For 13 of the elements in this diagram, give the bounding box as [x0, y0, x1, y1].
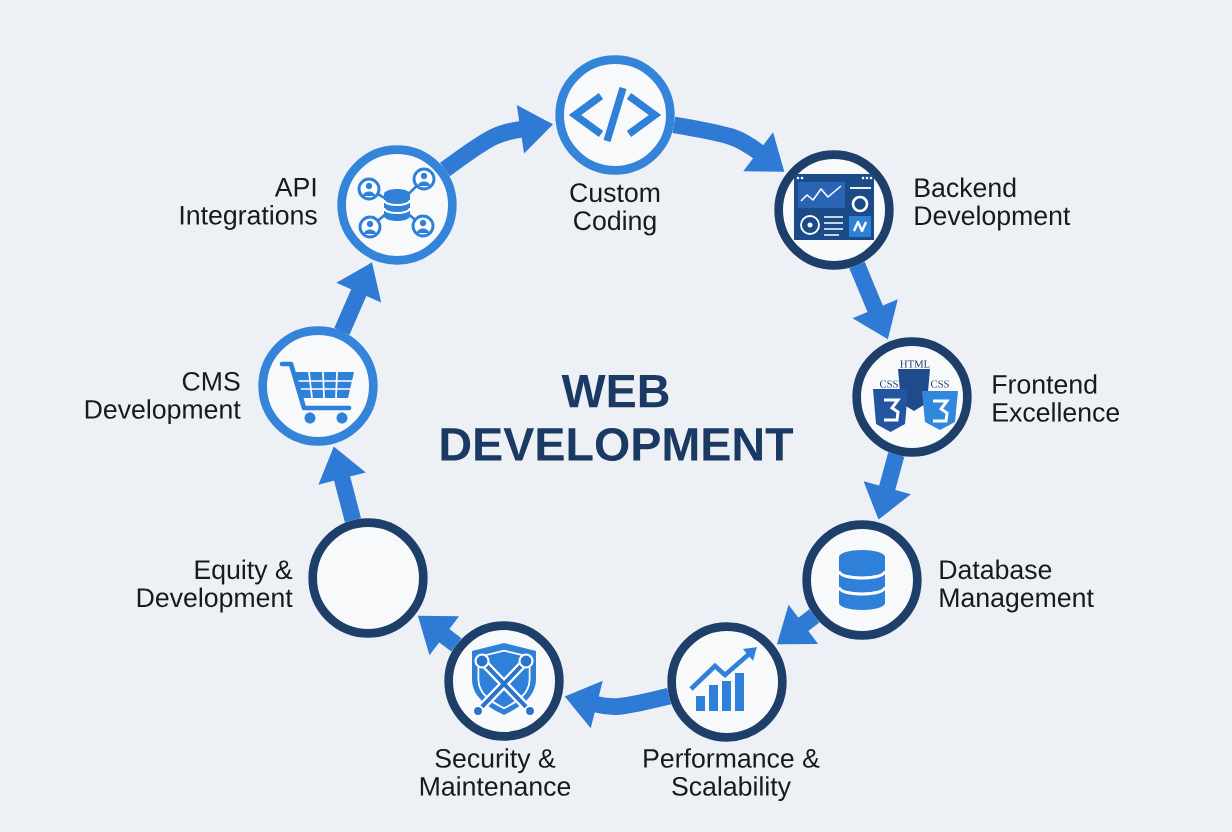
step-label: Performance & Scalability: [644, 748, 820, 802]
badge-text: CSS: [879, 380, 898, 388]
step-label: Security & Maintenance: [420, 748, 571, 796]
step-label: Equity & Development: [137, 559, 293, 613]
step-label: Database Management: [940, 559, 1094, 613]
step-label: Frontend Excellence: [993, 374, 1119, 422]
step-label: API Integrations: [180, 178, 317, 230]
step-label: Backend Development: [915, 177, 1071, 231]
badge-text: HTML: [900, 360, 930, 368]
step-label: Custom Coding: [570, 183, 660, 236]
badge-text: CSS: [930, 380, 949, 388]
title: WEB DEVELOPMENT: [441, 375, 794, 461]
step-label: CMS Development: [85, 371, 241, 425]
